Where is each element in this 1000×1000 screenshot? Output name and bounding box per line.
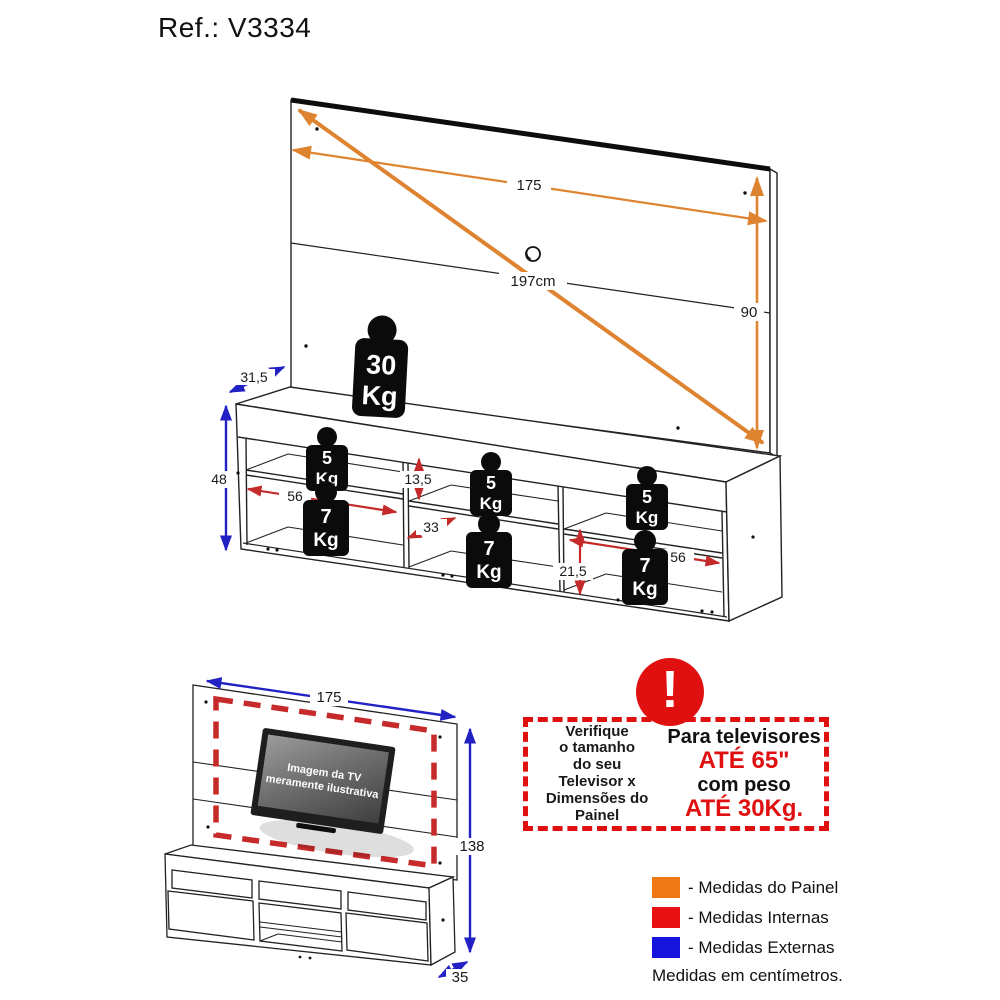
weight-5kg-left: 5 Kg	[306, 427, 348, 491]
legend-item-panel: - Medidas do Painel	[652, 877, 838, 898]
spec-line-4: ATÉ 30Kg.	[684, 795, 804, 823]
weight-30kg: 30 Kg	[352, 315, 409, 418]
legend-label-panel: - Medidas do Painel	[688, 877, 839, 897]
svg-text:7: 7	[320, 506, 331, 528]
small-depth-label: 35	[452, 969, 469, 986]
check-line-4: Televisor x	[558, 773, 636, 790]
warning-box: Verifique o tamanho do seu Televisor x D…	[523, 717, 829, 831]
bottom-right-height-label: 21,5	[559, 563, 586, 579]
legend-label-external: - Medidas Externas	[688, 937, 835, 957]
weight-7kg-middle: 7 Kg	[466, 513, 512, 588]
weight-7kg-left: 7 Kg	[303, 481, 349, 556]
svg-text:Kg: Kg	[476, 562, 501, 583]
svg-text:5: 5	[642, 487, 652, 507]
warning-check-text: Verifique o tamanho do seu Televisor x D…	[528, 722, 666, 825]
spec-line-2: ATÉ 65"	[698, 747, 790, 775]
svg-text:Kg: Kg	[480, 494, 503, 513]
panel-color-swatch	[652, 877, 680, 898]
external-dimension-labels: 31,5 48	[205, 369, 275, 488]
weight-5kg-right: 5 Kg	[626, 466, 668, 530]
spec-line-1: Para televisores	[667, 725, 821, 748]
check-line-5: Dimensões do Painel	[545, 789, 649, 824]
svg-text:Kg: Kg	[632, 579, 657, 600]
svg-text:Kg: Kg	[636, 508, 659, 527]
external-color-swatch	[652, 937, 680, 958]
stand-depth-label: 31,5	[240, 369, 267, 385]
legend-footnote: Medidas em centímetros.	[652, 966, 843, 985]
left-width-label: 56	[287, 488, 303, 504]
small-width-label: 175	[316, 689, 341, 706]
svg-text:Kg: Kg	[361, 380, 399, 412]
svg-text:5: 5	[486, 473, 496, 493]
warning-spec-text: Para televisores ATÉ 65" com peso ATÉ 30…	[666, 726, 824, 823]
panel-height-label: 90	[741, 304, 758, 321]
weight-5kg-middle: 5 Kg	[470, 452, 512, 516]
warning-exclamation-icon: !	[636, 658, 704, 726]
svg-text:30: 30	[365, 349, 397, 381]
exclamation-glyph: !	[661, 661, 679, 719]
top-diagram: 175 197cm 90 31,5 48	[205, 97, 783, 623]
panel-dimension-labels: 175 197cm 90	[499, 177, 764, 321]
spec-line-3: com peso	[697, 774, 791, 796]
svg-text:Kg: Kg	[313, 530, 338, 551]
small-stand-pin-dots	[298, 918, 445, 960]
small-height-label: 138	[459, 838, 484, 855]
legend-item-external: - Medidas Externas	[652, 937, 838, 958]
weight-7kg-right: 7 Kg	[622, 530, 668, 605]
check-line-2: o tamanho	[559, 739, 635, 757]
panel-diagonal-label: 197cm	[510, 273, 555, 290]
panel-width-label: 175	[516, 177, 541, 194]
check-line-3: do seu	[572, 756, 622, 774]
internal-color-swatch	[652, 907, 680, 928]
middle-depth-label: 33	[423, 519, 439, 535]
top-shelf-height-label: 13,5	[404, 471, 431, 487]
small-stand-outline	[164, 844, 456, 967]
svg-text:7: 7	[483, 538, 494, 560]
svg-text:7: 7	[639, 555, 650, 577]
legend-item-internal: - Medidas Internas	[652, 907, 838, 928]
stand-height-label: 48	[211, 471, 227, 487]
legend: - Medidas do Painel - Medidas Internas -…	[652, 877, 838, 967]
right-width-label: 56	[670, 549, 686, 565]
bottom-diagram: Imagem da TV meramente ilustrativa	[164, 677, 491, 986]
page-title: Ref.: V3334	[158, 12, 312, 43]
check-line-1: Verifique	[565, 722, 629, 740]
svg-text:5: 5	[322, 448, 332, 468]
legend-label-internal: - Medidas Internas	[688, 907, 829, 927]
internal-dimension-labels: 56 13,5 33 21,5 56	[279, 471, 694, 580]
tv-illustration: Imagem da TV meramente ilustrativa	[250, 728, 414, 858]
small-diagram-labels: 175 138 35	[310, 689, 491, 986]
